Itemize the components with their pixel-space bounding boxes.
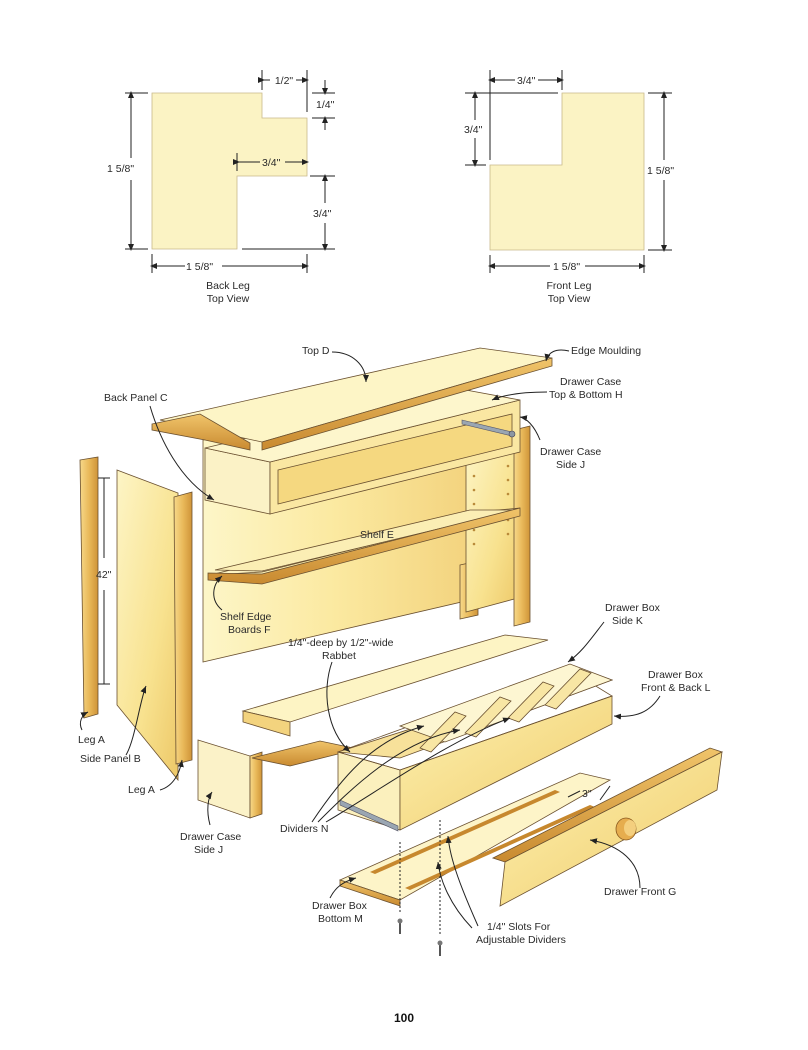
back-leg-dim-width: 1 5/8" (186, 261, 213, 273)
back-panel-top-edge (151, 413, 251, 451)
label-drawer-case-side-j-upper-1: Drawer Case (540, 446, 601, 458)
label-leg-a-left: Leg A (78, 734, 105, 746)
lower-drawer-slide (339, 799, 399, 832)
labels: Top D Edge Moulding Drawer Case Top & Bo… (78, 345, 711, 946)
back-leg-dim-quarter: 1/4" (316, 99, 335, 111)
label-slots-2: Adjustable Dividers (476, 934, 566, 946)
label-drawer-box-bottom-m-1: Drawer Box (312, 900, 368, 912)
front-leg-caption-2: Top View (548, 293, 591, 305)
label-slots-1: 1/4" Slots For (487, 921, 551, 933)
label-top-d: Top D (302, 345, 330, 357)
page-number: 100 (394, 1011, 414, 1025)
label-shelf-edge-2: Boards F (228, 624, 271, 636)
screws (397, 820, 443, 956)
leg-a-right (173, 491, 193, 765)
label-drawer-case-side-j-lower-2: Side J (194, 844, 223, 856)
side-panel-b (116, 469, 179, 782)
label-edge-moulding: Edge Moulding (571, 345, 641, 357)
front-leg-dim-width: 1 5/8" (553, 261, 580, 273)
label-rabbet-2: Rabbet (322, 650, 356, 662)
front-leg-dim-top: 3/4" (517, 75, 536, 87)
label-drawer-case-tb-1: Drawer Case (560, 376, 621, 388)
drawer-case-upper-opening (277, 413, 513, 505)
label-back-panel-c: Back Panel C (104, 392, 168, 404)
back-leg-dim-half: 1/2" (275, 75, 294, 87)
back-leg-dim-lower: 3/4" (313, 208, 332, 220)
label-shelf-e: Shelf E (360, 529, 394, 541)
dividers (419, 668, 592, 753)
label-drawer-box-side-k-2: Side K (612, 615, 643, 627)
back-leg-caption-1: Back Leg (206, 280, 250, 292)
label-drawer-box-fb-2: Front & Back L (641, 682, 711, 694)
slot-2 (405, 805, 595, 890)
dim-3-label: 3" (582, 788, 592, 800)
lower-case-side-j-edge (249, 751, 263, 819)
back-leg-dim-inner: 3/4" (262, 157, 281, 169)
label-drawer-box-side-k-1: Drawer Box (605, 602, 661, 614)
top-d-front-edge (261, 357, 553, 451)
front-leg-caption-1: Front Leg (547, 280, 592, 292)
label-leg-a-right: Leg A (128, 784, 155, 796)
back-leg-shape (151, 92, 308, 250)
label-drawer-box-bottom-m-2: Bottom M (318, 913, 363, 925)
leg-a-left (79, 456, 99, 719)
front-leg-dim-height: 1 5/8" (647, 165, 674, 177)
label-drawer-case-side-j-upper-2: Side J (556, 459, 585, 471)
assembly-drawing: 42" (79, 347, 724, 956)
label-dividers-n: Dividers N (280, 823, 328, 835)
back-leg-dim-height: 1 5/8" (107, 163, 134, 175)
right-front-leg (513, 425, 531, 627)
label-shelf-edge-1: Shelf Edge (220, 611, 272, 623)
drawer-front-g-face (499, 751, 723, 907)
label-drawer-box-fb-1: Drawer Box (648, 669, 704, 681)
back-leg-caption-2: Top View (207, 293, 250, 305)
lower-case-side-j (197, 739, 251, 819)
back-leg-top-view: 1/2" 1/4" 1 5/8" 3/4" 3/4" 1 5/8" Back L… (107, 70, 335, 305)
label-side-panel-b: Side Panel B (80, 753, 141, 765)
lower-case-bottom-front (242, 710, 291, 737)
front-leg-top-view: 3/4" 3/4" 1 5/8" 1 5/8" Front Leg Top Vi… (464, 70, 674, 305)
front-leg-dim-left: 3/4" (464, 124, 483, 136)
slot-1 (370, 790, 560, 874)
label-drawer-case-side-j-lower-1: Drawer Case (180, 831, 241, 843)
label-drawer-front-g: Drawer Front G (604, 886, 676, 898)
dim-42-label: 42" (96, 569, 112, 581)
front-leg-shape (489, 92, 645, 251)
label-drawer-case-tb-2: Top & Bottom H (549, 389, 623, 401)
shelf-edge-board (207, 507, 521, 585)
drawer-knob (615, 817, 637, 841)
label-rabbet-1: 1/4"-deep by 1/2"-wide (288, 637, 394, 649)
